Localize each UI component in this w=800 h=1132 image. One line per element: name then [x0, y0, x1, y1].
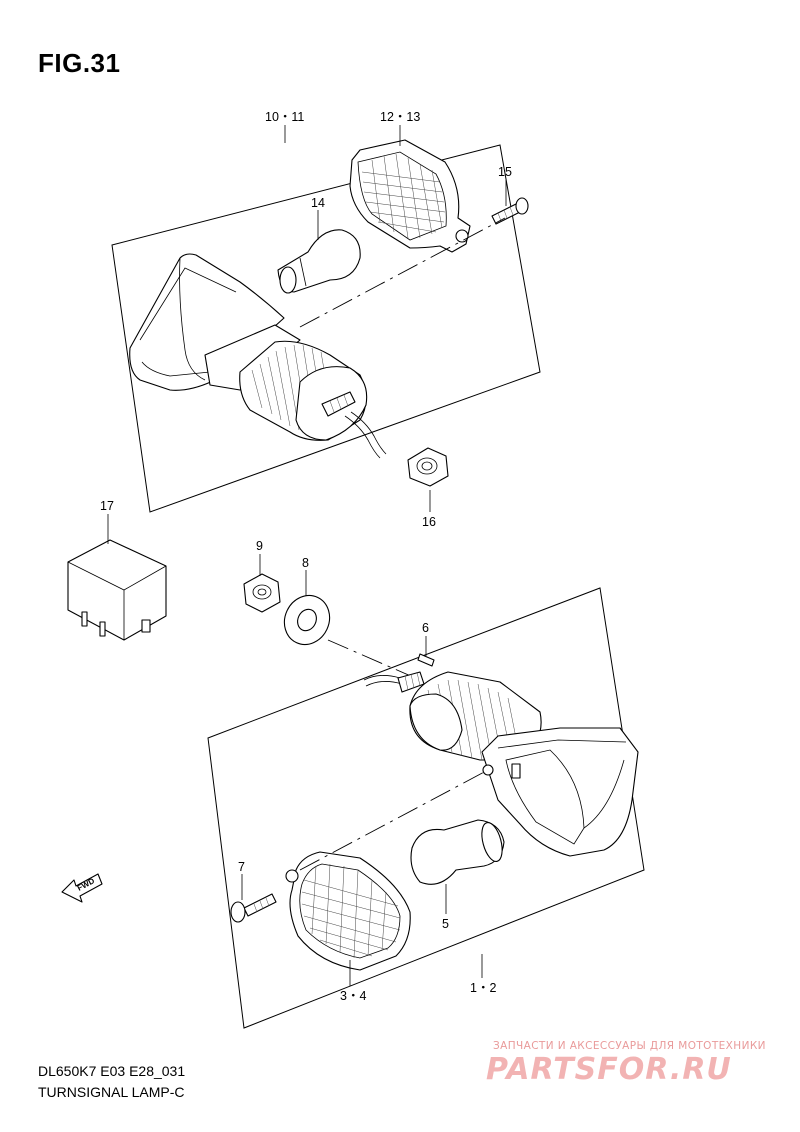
callout-5: 5: [442, 917, 449, 931]
callout-15: 15: [498, 165, 512, 179]
callout-17: 17: [100, 499, 114, 513]
washer: [283, 594, 331, 646]
upper-bulb: [277, 229, 361, 294]
callout-7: 7: [238, 860, 245, 874]
diagram-caption: TURNSIGNAL LAMP-C: [38, 1084, 185, 1100]
callout-leaders: [107, 125, 507, 986]
upper-nut: [407, 447, 449, 487]
callout-8: 8: [302, 556, 309, 570]
fwd-arrow-icon: FWD: [61, 873, 103, 903]
upper-lens: [349, 139, 471, 253]
model-code: DL650K7 E03 E28_031: [38, 1063, 186, 1079]
callout-14: 14: [311, 196, 325, 210]
lower-lens: [285, 851, 411, 971]
callout-9: 9: [256, 539, 263, 553]
callout-3-4: 3・4: [340, 989, 366, 1003]
upper-screw: [491, 197, 529, 225]
figure-title: FIG.31: [38, 48, 121, 78]
callout-16: 16: [422, 515, 436, 529]
upper-lamp-housing: [129, 253, 387, 459]
lower-lamp-housing: [363, 671, 639, 857]
callout-6: 6: [422, 621, 429, 635]
watermark-logo: PARTSFOR.RU: [486, 1052, 732, 1087]
pin: [417, 653, 435, 667]
callout-10-11: 10・11: [265, 110, 304, 124]
lower-assembly-box: [207, 587, 645, 1029]
relay-unit: [67, 539, 167, 641]
flange-nut: [243, 573, 281, 613]
lower-bulb: [410, 819, 505, 885]
callout-1-2: 1・2: [470, 981, 496, 995]
callout-12-13: 12・13: [380, 110, 420, 124]
watermark-tagline: ЗАПЧАСТИ И АКСЕССУАРЫ ДЛЯ МОТОТЕХНИКИ: [493, 1040, 766, 1052]
lower-screw: [230, 893, 277, 923]
